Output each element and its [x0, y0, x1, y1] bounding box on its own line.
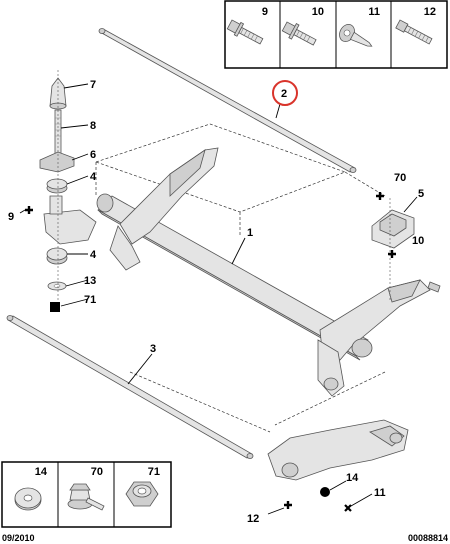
bolt-10-marker	[388, 250, 396, 258]
bump-stop-5	[371, 198, 415, 300]
callout-4-upper: 4	[90, 171, 97, 183]
washer-14-marker	[320, 487, 330, 497]
callout-12: 12	[247, 513, 259, 525]
top-fastener-table: 9 10 11 12	[224, 0, 448, 69]
top-box-label-9: 9	[262, 6, 268, 18]
callout-71: 71	[84, 294, 96, 306]
bushing-4-lower	[46, 247, 68, 261]
callout-leaders	[19, 83, 418, 515]
callout-13: 13	[84, 275, 96, 287]
callout-1: 1	[247, 227, 253, 239]
callout-5: 5	[418, 188, 424, 200]
bolt-12-icon	[395, 19, 433, 45]
callout-14: 14	[346, 472, 359, 484]
bushing-4-upper	[46, 178, 68, 190]
lower-bracket	[267, 419, 409, 481]
rod-2	[98, 28, 357, 173]
washer-14-icon	[14, 487, 42, 511]
dashed-guides	[94, 123, 386, 433]
bolt-70-marker	[376, 192, 384, 200]
callout-8: 8	[90, 120, 96, 132]
nut-71-marker	[50, 302, 60, 312]
top-box-label-11: 11	[368, 6, 380, 18]
flange-bolt-70-icon	[67, 483, 105, 511]
callout-7: 7	[90, 79, 96, 91]
screw-11-marker	[344, 504, 352, 512]
rod-3	[6, 315, 254, 459]
bolt-12-marker	[284, 501, 292, 509]
callout-11: 11	[374, 487, 386, 499]
symbols	[25, 192, 396, 512]
top-box-label-12: 12	[424, 6, 436, 18]
callout-2: 2	[281, 88, 287, 100]
bottom-fastener-table: 14 70 71	[1, 461, 172, 528]
nut-71-icon	[125, 481, 159, 507]
axle-beam-1	[96, 147, 441, 397]
bottom-box-label-14: 14	[35, 466, 48, 478]
footer-date: 09/2010	[2, 533, 35, 543]
highlight-circle-2	[272, 80, 298, 106]
bolt-9-icon	[226, 19, 264, 45]
bottom-box-label-71: 71	[148, 466, 160, 478]
callout-10: 10	[412, 235, 424, 247]
callout-4-lower: 4	[90, 249, 97, 261]
screw-11-icon	[339, 23, 373, 47]
bracket-6	[39, 151, 75, 173]
bolt-10-icon	[281, 21, 317, 46]
callout-6: 6	[90, 149, 96, 161]
screw-9-marker	[25, 206, 33, 214]
left-shock-mount-stack	[39, 70, 97, 312]
callout-9: 9	[8, 211, 14, 223]
callout-labels: 7 8 6 4 9 4 13 71 2 1 3 70 5 10 14 11 12	[8, 79, 424, 525]
callout-70: 70	[394, 172, 406, 184]
bottom-box-label-70: 70	[91, 466, 103, 478]
footer-reference: 00088814	[408, 533, 448, 543]
callout-3: 3	[150, 343, 156, 355]
top-box-label-10: 10	[312, 6, 324, 18]
